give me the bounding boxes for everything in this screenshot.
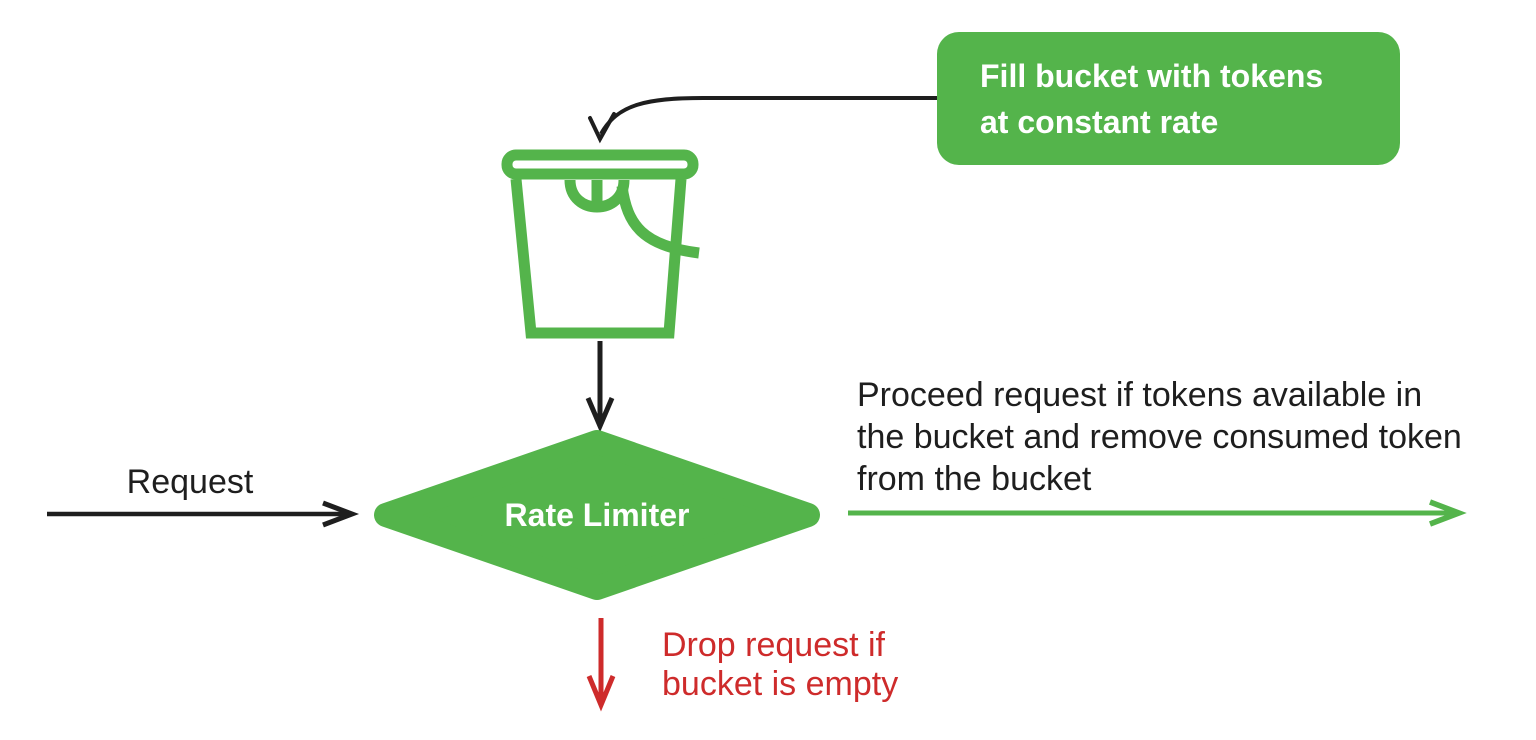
proceed-annotation-line2: the bucket and remove consumed token [857, 418, 1462, 456]
rate-limiter-label: Rate Limiter [504, 497, 690, 533]
request-arrowhead-icon [322, 500, 360, 528]
proceed-arrowhead-icon [1429, 499, 1467, 527]
request-label: Request [126, 463, 254, 501]
proceed-annotation-line3: from the bucket [857, 460, 1092, 498]
drop-annotation-line1: Drop request if [662, 626, 885, 664]
bucket-to-limiter-arrowhead-icon [585, 397, 615, 433]
drop-annotation-line2: bucket is empty [662, 665, 899, 703]
bucket-body [510, 178, 687, 339]
fill-rate-node: Fill bucket with tokens at constant rate [937, 32, 1400, 165]
rate-limiter-node [374, 430, 820, 600]
fill-rate-node-label-line1: Fill bucket with tokens [980, 57, 1324, 94]
fill-edge-arrow [599, 96, 937, 135]
bucket-handle [616, 185, 700, 259]
drop-arrowhead-icon [586, 675, 616, 712]
proceed-annotation-line1: Proceed request if tokens available in [857, 376, 1423, 414]
fill-rate-node-label-line2: at constant rate [980, 103, 1219, 140]
bucket-rim [501, 149, 699, 180]
proceed-annotation: Proceed request if tokens available in t… [857, 374, 1462, 500]
fill-edge-arrowhead-icon [588, 112, 616, 144]
bucket-icon [501, 149, 700, 339]
drop-annotation: Drop request if bucket is empty [662, 626, 898, 704]
